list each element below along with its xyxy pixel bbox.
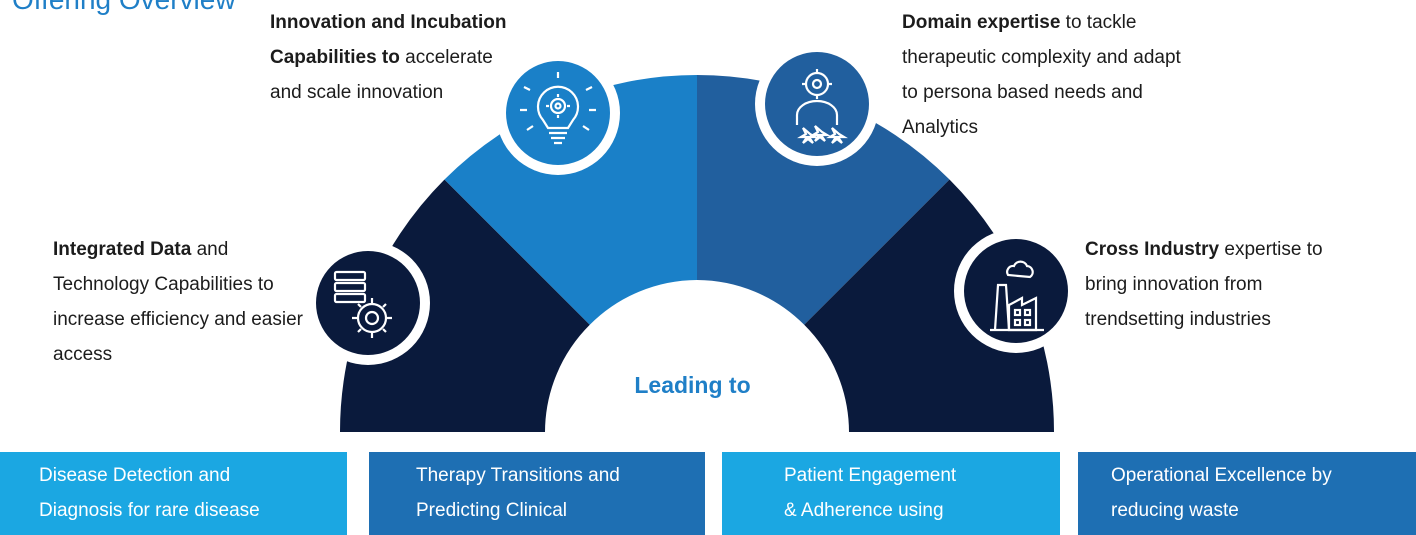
segment-integrated-data xyxy=(340,179,590,432)
server-gear-icon xyxy=(333,270,392,338)
label-integrated-data: Integrated Data and Technology Capabilit… xyxy=(53,239,303,365)
lightbulb-gear-icon xyxy=(520,72,596,145)
integrated-data-icon-badge xyxy=(306,241,430,365)
person-gear-stars-icon xyxy=(795,69,848,144)
label-cross-industry: Cross Industry expertise to bring innova… xyxy=(1085,239,1323,330)
page-title: Offering Overview xyxy=(12,0,236,16)
cross-industry-icon-badge xyxy=(954,229,1078,353)
outcome-therapy-transitions: Therapy Transitions and Predicting Clini… xyxy=(369,452,705,535)
label-domain-expertise: Domain expertise to tackle therapeutic c… xyxy=(902,12,1181,138)
label-innovation: Innovation and Incubation Capabilities t… xyxy=(270,12,507,103)
innovation-icon-badge xyxy=(496,51,620,175)
factory-building-icon xyxy=(990,260,1044,332)
outcome-disease-detection: Disease Detection and Diagnosis for rare… xyxy=(0,452,347,535)
domain-expertise-icon-badge xyxy=(755,42,879,166)
leading-to-label: Leading to xyxy=(634,372,751,398)
segment-domain-expertise xyxy=(697,74,950,325)
outcome-patient-engagement: Patient Engagement & Adherence using xyxy=(722,452,1060,535)
outcome-operational-excellence: Operational Excellence by reducing waste xyxy=(1078,452,1416,535)
